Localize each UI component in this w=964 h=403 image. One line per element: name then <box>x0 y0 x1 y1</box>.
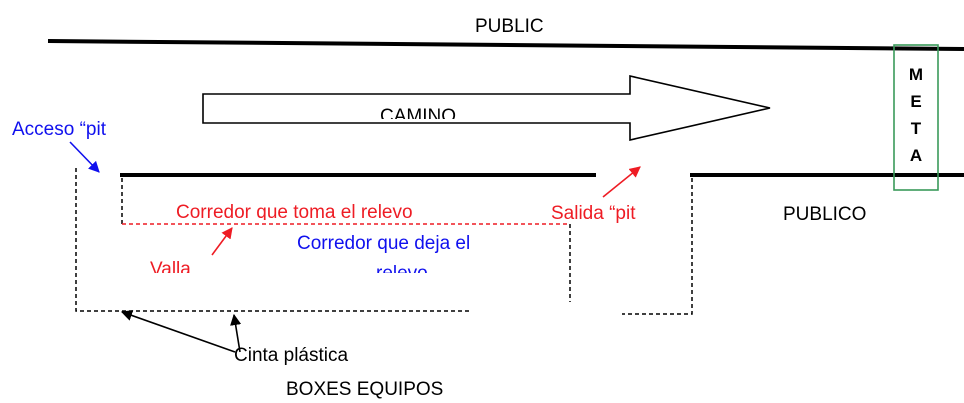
direction-arrow <box>202 74 771 142</box>
boxes-equipos-label: BOXES EQUIPOS <box>286 379 443 400</box>
meta-letter-t: T <box>911 119 922 138</box>
camino-label: CAMINO <box>380 106 456 127</box>
salida-pit-label: Salida “pit <box>551 203 636 224</box>
valla-label: Valla <box>150 259 191 280</box>
track-top-boundary <box>47 39 964 51</box>
pit-box-outer-dashed <box>75 168 470 312</box>
public-top-label: PUBLIC <box>475 16 544 37</box>
corredor-deja-label-line2: relevo <box>376 263 428 284</box>
acceso-pit-arrow <box>69 141 100 173</box>
pit-exit-right-dashed <box>622 178 693 315</box>
acceso-pit-label: Acceso “pit <box>12 119 107 140</box>
meta-letter-a: A <box>910 146 922 165</box>
cinta-arrow-right <box>230 313 242 353</box>
cinta-arrow-left <box>120 310 236 353</box>
cinta-plastica-label: Cinta plástica <box>234 345 348 366</box>
corredor-deja-label-line1: Corredor que deja el <box>297 233 470 254</box>
publico-label: PUBLICO <box>783 204 866 225</box>
corredor-toma-label: Corredor que toma el relevo <box>176 202 413 223</box>
meta-letter-e: E <box>910 92 921 111</box>
meta-letter-m: M <box>909 65 923 84</box>
salida-pit-arrow <box>602 166 641 198</box>
meta-finish-box <box>893 44 939 191</box>
valla-arrow <box>211 227 233 256</box>
